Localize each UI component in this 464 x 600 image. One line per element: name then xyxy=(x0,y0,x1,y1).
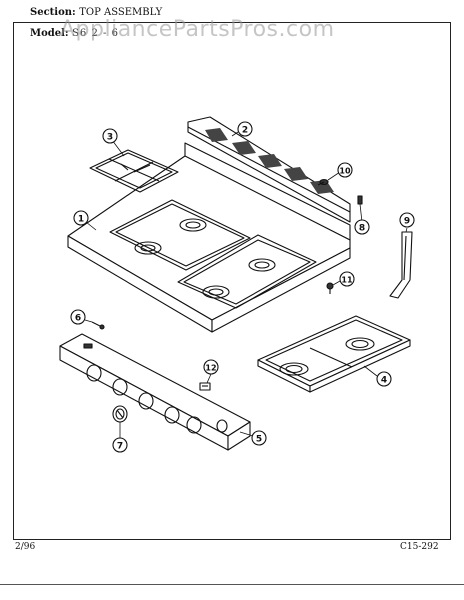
screw-11 xyxy=(326,282,334,294)
watermark-text: AppliancePartsPros.com xyxy=(60,17,335,42)
callout-8-label: 8 xyxy=(359,224,365,234)
callout-8 xyxy=(354,219,370,235)
callout-6 xyxy=(70,309,86,325)
section-heading: Section: TOP ASSEMBLY xyxy=(30,7,162,18)
model-value: S6 2 - 6 xyxy=(72,28,119,39)
callout-7 xyxy=(112,437,128,453)
diagram-frame xyxy=(13,22,451,540)
leader-lines xyxy=(84,131,408,438)
callout-3-label: 3 xyxy=(107,133,113,143)
callout-11 xyxy=(339,271,355,287)
burner-drip-pan xyxy=(257,315,411,393)
callout-2-label: 2 xyxy=(242,126,248,136)
footer-date: 2/96 xyxy=(15,542,36,552)
callout-1-label: 1 xyxy=(78,215,84,225)
section-label: Section: xyxy=(30,7,76,18)
callout-1 xyxy=(73,210,89,226)
section-value: TOP ASSEMBLY xyxy=(79,7,163,18)
screw-6 xyxy=(91,321,105,330)
callout-5 xyxy=(251,430,267,446)
screw-8 xyxy=(357,195,363,205)
callout-2 xyxy=(237,121,253,137)
callout-10-label: 10 xyxy=(339,167,351,176)
callout-10 xyxy=(337,162,353,178)
callout-11-label: 11 xyxy=(341,276,353,285)
callout-12 xyxy=(203,359,219,375)
burner-grate xyxy=(89,149,179,193)
side-trim xyxy=(389,231,413,299)
rear-vent-trim xyxy=(187,116,351,223)
callout-12-label: 12 xyxy=(205,364,216,373)
callout-3 xyxy=(102,128,118,144)
model-label: Model: xyxy=(30,28,69,39)
callout-7-label: 7 xyxy=(117,442,123,452)
footer-code: C15-292 xyxy=(400,542,439,552)
cooktop-panel xyxy=(67,142,351,333)
model-heading: Model: S6 2 - 6 xyxy=(30,28,119,39)
callout-4-label: 4 xyxy=(381,376,387,386)
callout-5-label: 5 xyxy=(256,435,262,445)
callout-9-label: 9 xyxy=(404,217,410,227)
callout-9 xyxy=(399,212,415,228)
screw-10 xyxy=(317,178,329,186)
control-knob xyxy=(112,405,128,423)
bottom-rule xyxy=(0,584,464,585)
callout-6-label: 6 xyxy=(75,314,81,324)
control-panel xyxy=(59,333,251,451)
callout-4 xyxy=(376,371,392,387)
clip-12 xyxy=(199,382,211,391)
